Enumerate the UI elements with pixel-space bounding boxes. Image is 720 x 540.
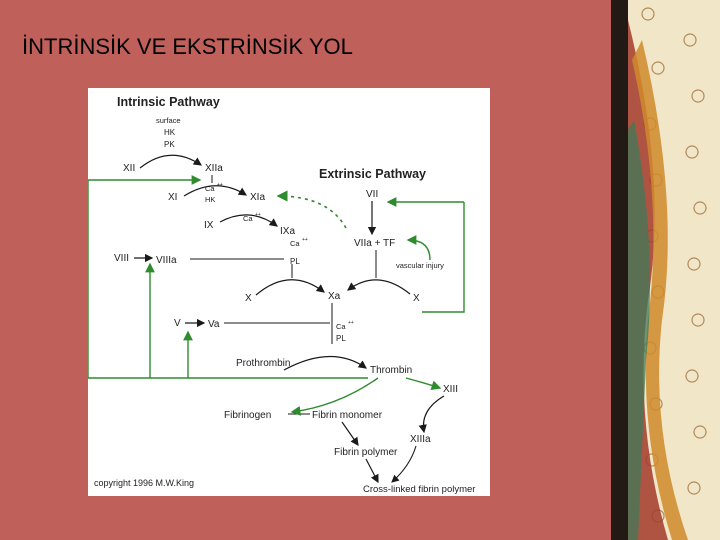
floral-pattern-panel (628, 0, 720, 540)
arrow-xiii-xiiia (418, 395, 445, 434)
label-viiia: VIIIa (156, 255, 177, 266)
green-arrow-vascular-injury (406, 235, 431, 261)
label-xia: XIa (250, 192, 265, 203)
label-ca-pl-ca: Ca (290, 239, 300, 248)
label-x-right: X (413, 293, 420, 304)
arrow-xii-xiia (139, 154, 202, 169)
label-xiii: XIII (443, 384, 458, 395)
intrinsic-title: Intrinsic Pathway (117, 95, 220, 109)
arrow-xiiia-crosslinked (391, 445, 417, 483)
label-ca-pl2-ca: Ca (336, 322, 346, 331)
label-ca-pl-sup: ++ (302, 237, 308, 243)
label-vascular-injury: vascular injury (396, 261, 444, 270)
label-fibrinogen: Fibrinogen (224, 410, 271, 421)
arrow-xi-xia (183, 185, 248, 197)
floral-pattern-icon (628, 7, 707, 540)
label-fibrin-polymer: Fibrin polymer (334, 447, 398, 458)
arrow-ix-ixa (219, 214, 278, 227)
label-ca-pl2-sup: ++ (348, 320, 354, 326)
green-feedback-outer (88, 180, 368, 379)
label-xa: Xa (328, 291, 341, 302)
green-arrow-thrombin-fibrinogen (290, 377, 379, 416)
label-vii: VII (366, 189, 378, 200)
arrow-prothrombin-thrombin (283, 355, 367, 371)
label-xi: XI (168, 192, 177, 203)
dark-divider-stripe (611, 0, 628, 540)
label-ixa: IXa (280, 226, 295, 237)
label-xii: XII (123, 163, 135, 174)
label-prothrombin: Prothrombin (236, 358, 290, 369)
label-xiia: XIIa (205, 163, 223, 174)
arrow-monomer-polymer (341, 421, 359, 446)
label-pk: PK (164, 140, 175, 149)
label-ca-hk-ca: Ca (205, 184, 215, 193)
label-xiiia: XIIIa (410, 434, 431, 445)
label-ca-hk-hk: HK (205, 195, 215, 204)
label-viia-tf: VIIa + TF (354, 238, 395, 249)
arrow-x-xa-right (347, 279, 411, 295)
dotted-arrow-viia-to-ix (276, 190, 347, 229)
slide-title: İNTRİNSİK VE EKSTRİNSİK YOL (22, 34, 353, 59)
label-viii: VIII (114, 253, 129, 264)
label-ca-ix-sup: ++ (255, 212, 261, 218)
arrow-polymer-crosslinked (365, 458, 379, 484)
label-ca-ix: Ca (243, 214, 253, 223)
coagulation-pathway-svg: Intrinsic Pathway Extrinsic Pathway surf… (88, 95, 475, 495)
label-ca-hk-sup: ++ (217, 182, 223, 188)
label-va: Va (208, 319, 220, 330)
label-fibrin-monomer: Fibrin monomer (312, 410, 383, 421)
label-ca-pl2-pl: PL (336, 334, 346, 343)
label-ix: IX (204, 220, 214, 231)
label-surface: surface (156, 116, 181, 125)
label-hk: HK (164, 128, 176, 137)
label-cross-linked: Cross-linked fibrin polymer (363, 484, 475, 495)
copyright-text: copyright 1996 M.W.King (94, 478, 194, 488)
green-feedback-left (422, 202, 465, 313)
extrinsic-title: Extrinsic Pathway (319, 167, 426, 181)
label-v: V (174, 318, 181, 329)
label-x-left: X (245, 293, 252, 304)
label-thrombin: Thrombin (370, 365, 412, 376)
coagulation-diagram: Intrinsic Pathway Extrinsic Pathway surf… (88, 88, 490, 496)
label-ca-pl-pl: PL (290, 257, 300, 266)
arrow-x-xa-left (255, 279, 325, 296)
arrow-thrombin-xiii (405, 377, 442, 390)
